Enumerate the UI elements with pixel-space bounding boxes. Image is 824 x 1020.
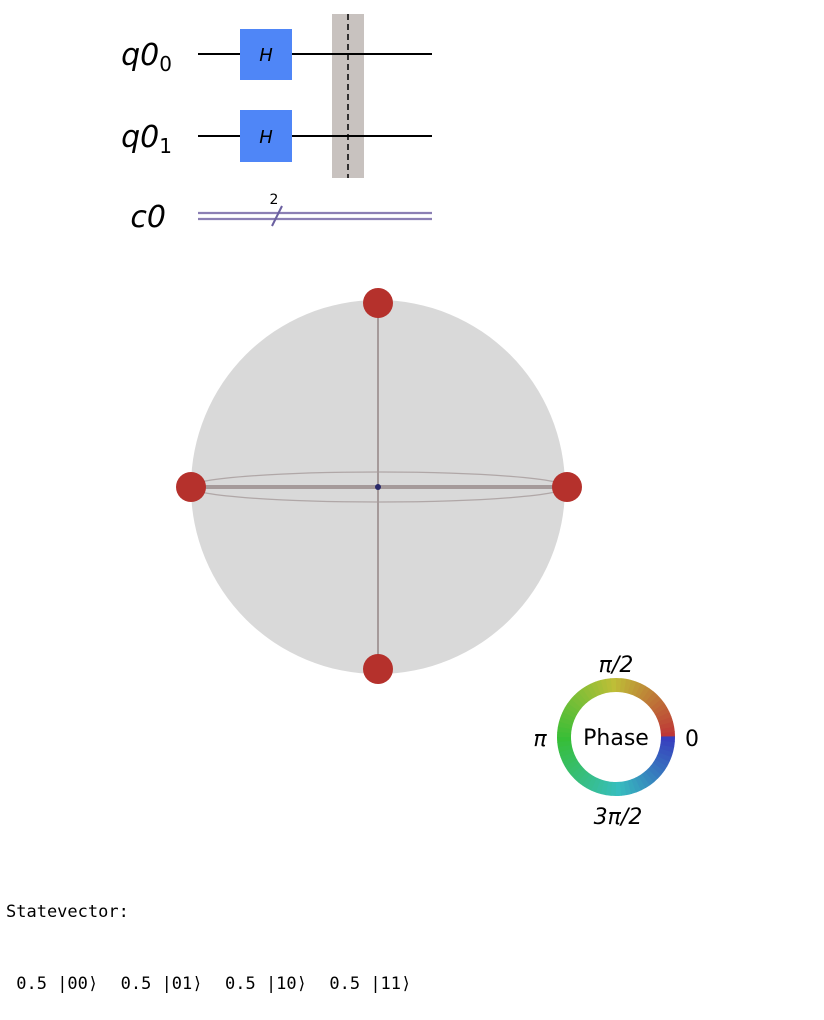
state-point-10 [552, 472, 582, 502]
phase-wheel-segment [635, 775, 647, 791]
phase-wheel-segment [557, 740, 572, 748]
phase-wheel-segment [619, 678, 627, 693]
statevector-terms: 0.5 |00⟩ 0.5 |01⟩ 0.5 |10⟩ 0.5 |11⟩ [6, 972, 413, 996]
phase-wheel-segment [573, 691, 588, 706]
phase-wheel-segment [560, 752, 576, 763]
phase-wheel-segment [564, 703, 580, 715]
state-point-11 [363, 654, 393, 684]
phase-wheel-segment [591, 777, 602, 793]
qubit-label-1: q01 [121, 120, 172, 158]
classical-width-label: 2 [270, 192, 279, 208]
qubit-label-0: q00 [121, 38, 172, 76]
statevector-output: Statevector: 0.5 |00⟩ 0.5 |01⟩ 0.5 |10⟩ … [6, 852, 413, 1020]
statevector-term-01: 0.5 |01⟩ [120, 974, 203, 994]
phase-wheel-segment [654, 755, 670, 767]
phase-label-bottom: 3π/2 [594, 805, 643, 830]
phase-wheel-segment [660, 736, 676, 743]
phase-wheel-segment [634, 683, 646, 699]
phase-wheel-segment [585, 683, 597, 699]
phase-wheel-segment [562, 756, 578, 768]
phase-wheel-segment [557, 726, 572, 734]
phase-wheel-segment [660, 726, 675, 734]
phase-wheel-segment [654, 706, 670, 718]
phase-wheel-segment [557, 744, 573, 753]
phase-wheel-segment [652, 759, 668, 771]
h-gate-0 [240, 29, 292, 80]
phase-wheel-segment [567, 762, 582, 776]
phase-wheel-segment [658, 716, 673, 726]
phase-wheel-segment [559, 748, 574, 758]
phase-wheel: Phase π/2 π 0 3π/2 [533, 653, 699, 830]
phase-wheel-segment [647, 694, 662, 709]
phase-wheel-segment [660, 740, 675, 748]
phase-wheel-segment [650, 762, 665, 775]
phase-wheel-segment [658, 748, 674, 758]
quantum-circuit: q00 H q01 H 2 c0 [121, 14, 432, 235]
state-point-00 [363, 288, 393, 318]
phase-wheel-segment [574, 768, 588, 783]
qsphere [176, 288, 582, 684]
phase-wheel-segment [644, 691, 658, 706]
phase-wheel-segment [600, 678, 609, 694]
phase-wheel-segment [556, 731, 572, 738]
phase-wheel-segment [562, 707, 578, 719]
phase-wheel-segment [652, 702, 668, 715]
phase-wheel-segment [647, 765, 662, 779]
phase-wheel-segment [641, 688, 654, 703]
h-gate-1-label: H [259, 127, 273, 148]
phase-wheel-segment [595, 779, 605, 795]
phase-wheel-segment [627, 779, 637, 794]
phase-wheel-segment [560, 712, 576, 723]
statevector-term-11: 0.5 |11⟩ [329, 974, 412, 994]
classical-width-slash [271, 205, 283, 227]
phase-wheel-segment [570, 765, 585, 780]
phase-wheel-segment [630, 681, 641, 697]
statevector-term-00: 0.5 |00⟩ [16, 974, 99, 994]
phase-wheel-segment [595, 680, 605, 695]
phase-wheel-segment [631, 777, 642, 793]
qsphere-center [375, 484, 381, 490]
phase-wheel-segment [582, 773, 594, 789]
phase-wheel-segment [567, 699, 582, 712]
phase-wheel-segment [610, 781, 617, 797]
phase-label-right: 0 [685, 727, 699, 752]
phase-wheel-segment [605, 781, 613, 796]
statevector-term-10: 0.5 |10⟩ [225, 974, 307, 994]
phase-wheel-segment [659, 721, 675, 730]
phase-wheel-segment [644, 768, 659, 783]
phase-label-top: π/2 [599, 653, 634, 678]
phase-wheel-segment [641, 771, 655, 786]
phase-wheel-segment [605, 678, 613, 693]
h-gate-1 [240, 110, 292, 162]
diagram-canvas: q00 H q01 H 2 c0 Phase π/2 π 0 3π/2 [121, 14, 699, 830]
phase-wheel-segment [578, 771, 591, 786]
phase-label-left: π [533, 727, 547, 752]
phase-wheel-segment [627, 679, 637, 695]
phase-wheel-segment [615, 677, 622, 693]
phase-wheel-segment [581, 685, 594, 701]
phase-wheel-segment [586, 775, 598, 791]
phase-wheel-segment [564, 759, 580, 772]
classical-register-label: c0 [130, 200, 166, 235]
phase-wheel-segment [656, 751, 672, 762]
phase-wheel-segment [558, 716, 574, 726]
phase-wheel-segment [656, 711, 672, 722]
phase-wheel-segment [650, 698, 665, 712]
phase-wheel-segment [638, 773, 651, 789]
phase-wheel-segment [638, 685, 650, 701]
state-point-01 [176, 472, 206, 502]
statevector-title: Statevector: [6, 902, 129, 922]
phase-wheel-ring [556, 677, 676, 797]
phase-wheel-segment [619, 781, 627, 796]
phase-wheel-segment [623, 780, 632, 796]
phase-wheel-segment [590, 681, 601, 697]
phase-wheel-segment [570, 695, 585, 709]
phase-wheel-segment [577, 688, 591, 703]
h-gate-0-label: H [259, 45, 273, 66]
phase-wheel-center-label: Phase [583, 726, 649, 751]
